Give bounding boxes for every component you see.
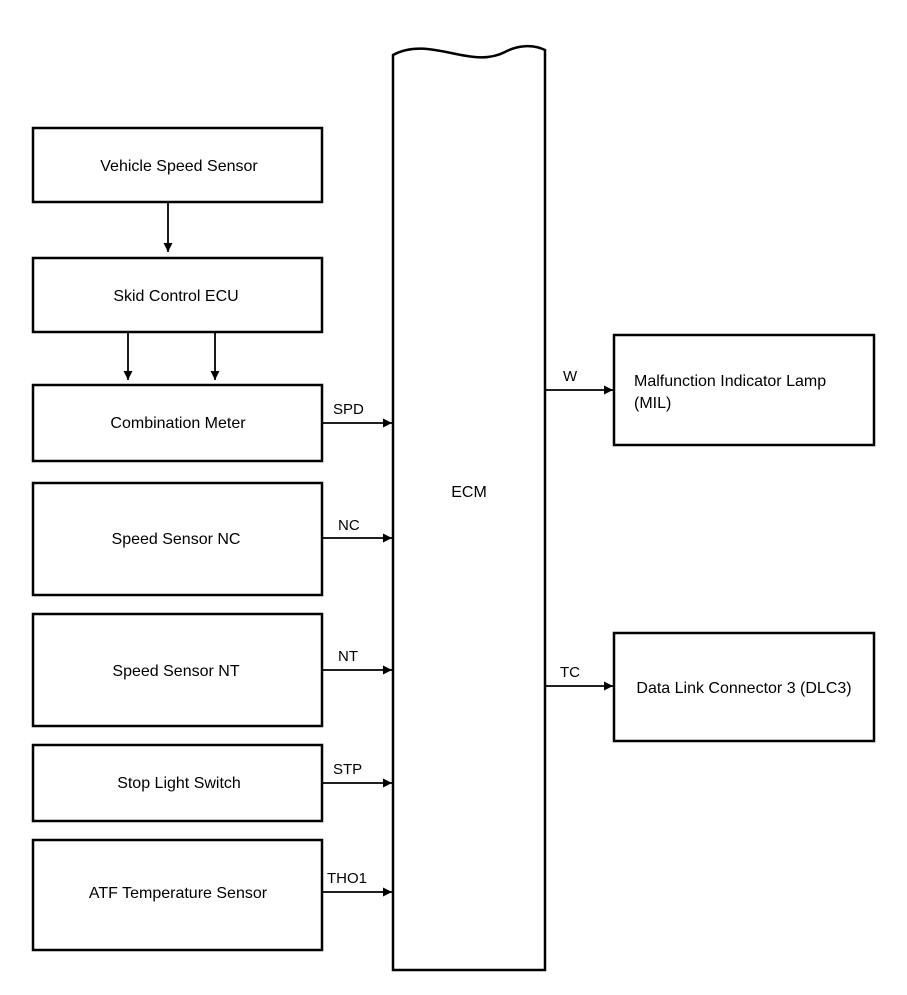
dlc3-label: Data Link Connector 3 (DLC3) — [636, 680, 851, 697]
nc-signal-label: NC — [338, 517, 360, 534]
vehicle-speed-sensor-label: Vehicle Speed Sensor — [100, 158, 258, 175]
combination-meter-label: Combination Meter — [110, 415, 246, 432]
tho1-signal-label: THO1 — [327, 870, 367, 887]
ecm-box: ECM — [391, 44, 547, 972]
combination-meter-box: Combination Meter — [31, 383, 324, 463]
mil-box: Malfunction Indicator Lamp (MIL) — [612, 333, 876, 447]
tc-signal-label: TC — [560, 664, 580, 681]
atf-temperature-sensor-box: ATF Temperature Sensor — [31, 838, 324, 952]
nt-signal-label: NT — [338, 648, 358, 665]
skid-control-ecu-label: Skid Control ECU — [113, 288, 238, 305]
ecm-label: ECM — [451, 484, 487, 501]
speed-sensor-nt-label: Speed Sensor NT — [112, 663, 239, 680]
mil-label-line2: (MIL) — [634, 395, 671, 412]
dlc3-box: Data Link Connector 3 (DLC3) — [612, 631, 876, 743]
w-signal-label: W — [563, 368, 578, 385]
stop-light-switch-label: Stop Light Switch — [117, 775, 241, 792]
speed-sensor-nt-box: Speed Sensor NT — [31, 612, 324, 728]
atf-temperature-sensor-label: ATF Temperature Sensor — [89, 885, 268, 902]
skid-control-ecu-box: Skid Control ECU — [31, 256, 324, 334]
speed-sensor-nc-label: Speed Sensor NC — [112, 531, 241, 548]
stop-light-switch-box: Stop Light Switch — [31, 743, 324, 823]
speed-sensor-nc-box: Speed Sensor NC — [31, 481, 324, 597]
stp-signal-label: STP — [333, 761, 362, 778]
spd-signal-label: SPD — [333, 401, 364, 418]
mil-label-line1: Malfunction Indicator Lamp — [634, 373, 826, 390]
vehicle-speed-sensor-box: Vehicle Speed Sensor — [31, 126, 324, 204]
